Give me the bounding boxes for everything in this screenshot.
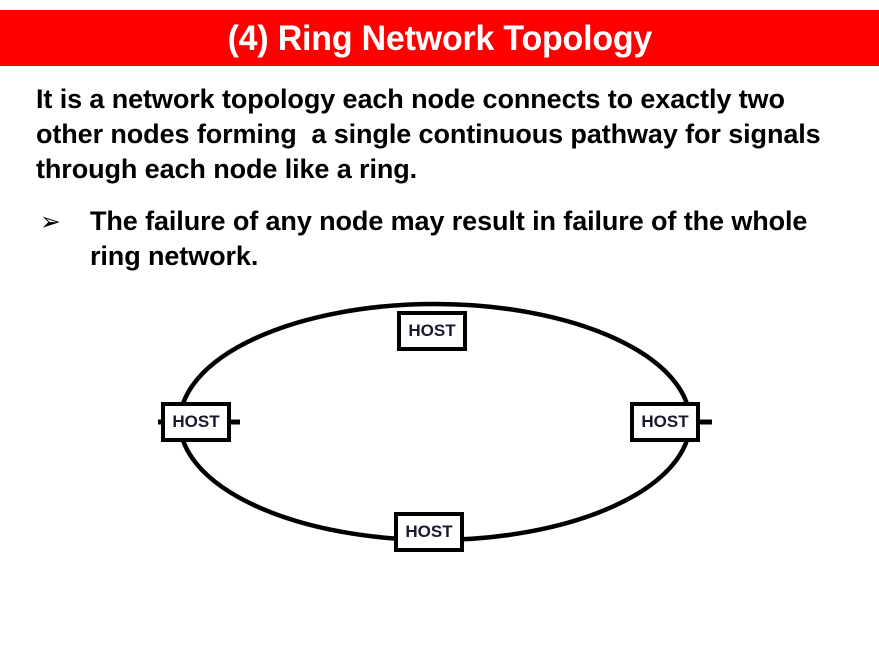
host-box-top xyxy=(397,311,467,351)
list-item-text: The failure of any node may result in fa… xyxy=(90,206,815,271)
ring-topology-diagram: HOST HOST HOST HOST xyxy=(140,292,730,572)
host-label-top: HOST xyxy=(408,321,456,340)
bullet-list: ➢ The failure of any node may result in … xyxy=(36,204,856,274)
host-node-left[interactable]: HOST xyxy=(161,402,231,442)
intro-paragraph: It is a network topology each node conne… xyxy=(36,84,828,184)
host-node-top[interactable]: HOST xyxy=(397,311,467,351)
host-label-right: HOST xyxy=(641,412,689,431)
host-box-right xyxy=(630,402,700,442)
arrow-bullet-icon: ➢ xyxy=(40,207,61,236)
host-node-right[interactable]: HOST xyxy=(630,402,700,442)
slide-title-bar: (4) Ring Network Topology xyxy=(0,10,879,66)
host-label-bottom: HOST xyxy=(405,522,453,541)
list-item: ➢ The failure of any node may result in … xyxy=(36,204,856,274)
host-label-left: HOST xyxy=(172,412,220,431)
host-box-bottom xyxy=(394,512,464,552)
host-box-left xyxy=(161,402,231,442)
host-node-bottom[interactable]: HOST xyxy=(394,512,464,552)
page-title: (4) Ring Network Topology xyxy=(227,18,652,58)
